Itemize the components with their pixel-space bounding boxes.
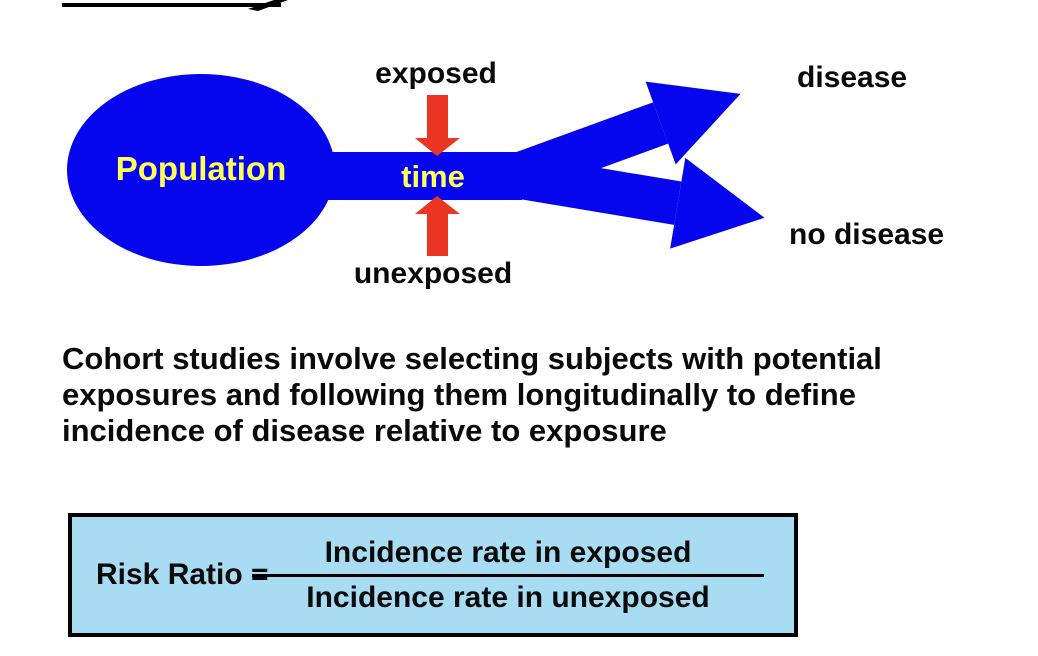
unexposed-label: unexposed <box>353 257 513 290</box>
risk-ratio-fraction: Incidence rate in exposed Incidence rate… <box>252 536 764 614</box>
fraction-numerator: Incidence rate in exposed <box>324 536 692 569</box>
time-bar <box>300 152 522 200</box>
fraction-denominator: Incidence rate in unexposed <box>306 581 710 614</box>
exposed-arrow-icon <box>415 95 460 156</box>
no-disease-label: no disease <box>789 218 945 251</box>
body-text-line: incidence of disease relative to exposur… <box>62 413 667 448</box>
disease-label: disease <box>797 61 908 94</box>
unexposed-arrow-icon <box>415 196 460 256</box>
cohort-flow-diagram <box>62 0 765 266</box>
exposed-label: exposed <box>375 57 497 90</box>
body-text-line: Cohort studies involve selecting subject… <box>62 341 882 376</box>
body-text: Cohort studies involve selecting subject… <box>62 341 882 449</box>
population-label: Population <box>115 150 287 187</box>
risk-ratio-label: Risk Ratio = <box>96 558 269 591</box>
no-disease-arrow-icon <box>501 152 765 249</box>
title-underline <box>62 0 288 11</box>
body-text-line: exposures and following them longitudina… <box>62 377 856 412</box>
time-label: time <box>401 159 465 194</box>
formula-box: Risk Ratio = Incidence rate in exposed I… <box>68 513 798 637</box>
fraction-divider <box>252 574 764 577</box>
population-ellipse <box>67 74 335 266</box>
